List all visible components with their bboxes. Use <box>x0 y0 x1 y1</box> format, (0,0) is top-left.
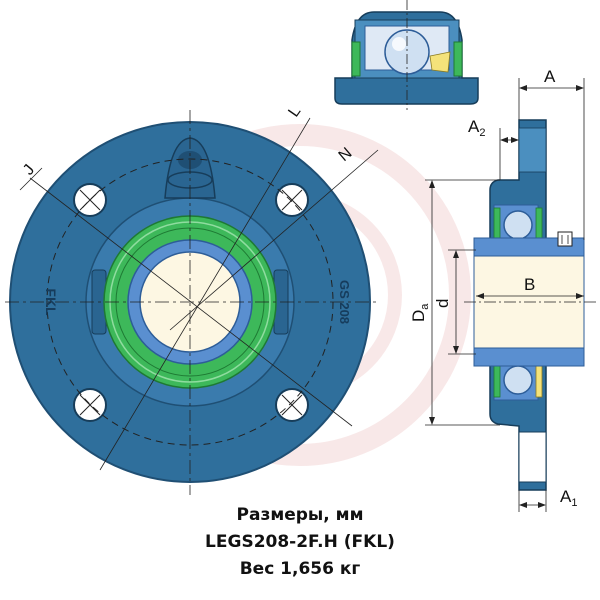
dimension-arrows <box>429 85 584 508</box>
dim-label-d: d <box>433 299 452 308</box>
dim-label-a2: A2 <box>468 117 485 139</box>
dimension-lines-side <box>425 78 585 512</box>
side-ball-lower <box>503 365 533 395</box>
bolt-hole <box>73 183 107 217</box>
dimension-line-n <box>169 149 379 331</box>
dimension-line-l <box>99 117 311 471</box>
housing-mark-gs208: GS 208 <box>337 280 352 324</box>
caption-model: LEGS208-2F.H (FKL) <box>205 532 395 552</box>
dim-label-a1: A1 <box>560 487 577 509</box>
side-section-view <box>464 119 596 491</box>
bolt-hole <box>73 388 107 422</box>
bolt-hole <box>275 183 309 217</box>
caption-weight: Вес 1,656 кг <box>239 559 361 579</box>
dim-label-da: Da <box>409 303 431 322</box>
dim-label-l: L <box>285 103 304 120</box>
side-ball-upper <box>503 210 533 240</box>
front-view: FKL GS 208 <box>5 110 380 495</box>
caption-dimensions-unit: Размеры, мм <box>236 505 364 525</box>
top-section-view <box>334 0 479 110</box>
dim-label-b: B <box>524 275 535 294</box>
dimension-line-j <box>29 177 353 427</box>
dim-label-a: A <box>544 67 556 86</box>
bolt-hole <box>275 388 309 422</box>
dim-label-j: J <box>20 162 38 179</box>
